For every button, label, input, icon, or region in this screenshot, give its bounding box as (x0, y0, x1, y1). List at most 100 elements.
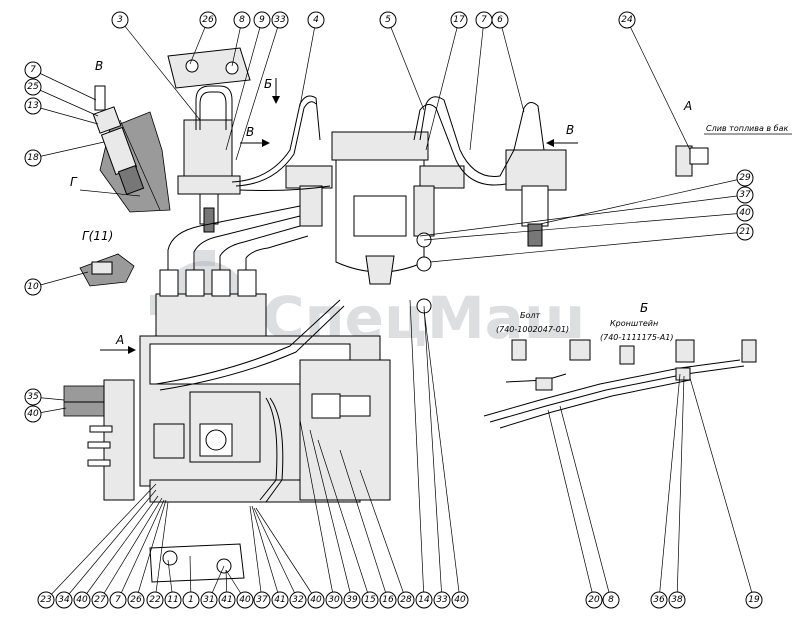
view-label-g11: Г(11) (82, 229, 113, 243)
callout-leader-line (45, 483, 157, 601)
callout-bubble (307, 591, 325, 609)
callout-bubble (343, 591, 361, 609)
callout-leader-line (317, 439, 371, 601)
callout-bubble (24, 278, 42, 296)
callout-leader-line (425, 19, 460, 151)
callout-number: 40 (27, 409, 39, 419)
callout-leader-line (117, 499, 165, 601)
callout-number: 8 (608, 595, 614, 605)
callout-number: 7 (30, 65, 36, 75)
callout-leader-line (119, 19, 201, 121)
callout-bubble (745, 591, 763, 609)
callout-number: 13 (27, 101, 39, 111)
callout-leader-line (626, 19, 691, 151)
callout-bubble (618, 11, 636, 29)
view-label-b-top: Б (264, 77, 272, 91)
callout-leader-line (309, 429, 353, 601)
callout-bubble (91, 591, 109, 609)
callout-number: 39 (346, 595, 358, 605)
callout-bubble (24, 78, 42, 96)
callout-number: 26 (130, 595, 142, 605)
view-g11-detail: Г(11) (79, 229, 135, 287)
top-pipe-assembly: Б В В (167, 47, 578, 314)
callout-bubble (24, 149, 42, 167)
view-label-b-right: Б (640, 301, 648, 315)
callout-bubble (379, 11, 397, 29)
callout-number: 36 (653, 595, 665, 605)
callout-bubble (199, 11, 217, 29)
injection-pump-body: А (63, 205, 391, 583)
view-label-a-right: А (683, 99, 692, 113)
callout-leader-line (63, 489, 157, 601)
bolt-caption: Болт (520, 311, 540, 320)
callout-leader-line (409, 299, 425, 601)
bracket-caption: Кронштейн (610, 319, 658, 328)
callout-leader-line (423, 309, 461, 601)
callout-leader-line (225, 19, 263, 151)
callout-number: 7 (481, 15, 487, 25)
callout-leader-line (559, 405, 612, 601)
callout-number: 22 (149, 595, 161, 605)
callout-bubble (253, 591, 271, 609)
callout-bubble (379, 591, 397, 609)
callout-leader-line (429, 231, 746, 263)
callout-bubble (111, 11, 129, 29)
drain-note: Слив топлива в бак (706, 124, 789, 133)
callout-number: 14 (418, 595, 430, 605)
callout-bubble (164, 591, 182, 609)
view-label-v-left: В (246, 125, 254, 139)
view-b-pipe-bundle: Б Болт (740-1002047-01) Кронштейн (740-1… (483, 301, 757, 429)
callout-bubble (182, 591, 200, 609)
callout-bubble (109, 591, 127, 609)
callout-number: 40 (454, 595, 466, 605)
callout-number: 38 (671, 595, 683, 605)
callout-number: 3 (117, 15, 123, 25)
callout-number: 40 (310, 595, 322, 605)
callout-number: 40 (76, 595, 88, 605)
callout-bubble (736, 204, 754, 222)
callout-number: 4 (313, 15, 319, 25)
callout-leader-line (32, 271, 89, 288)
callout-bubble (361, 591, 379, 609)
callout-bubble (433, 591, 451, 609)
callout-number: 5 (385, 15, 391, 25)
callout-bubble (736, 223, 754, 241)
callout-number: 19 (748, 595, 760, 605)
callout-bubble (24, 405, 42, 423)
callout-number: 15 (364, 595, 376, 605)
callout-bubble (650, 591, 668, 609)
callout-number: 34 (58, 595, 70, 605)
callout-bubble (307, 11, 325, 29)
callout-leader-line (32, 141, 105, 159)
callout-leader-line (249, 505, 263, 601)
callout-number: 11 (167, 595, 178, 605)
view-label-v-right: В (566, 123, 574, 137)
callout-number: 31 (203, 595, 214, 605)
callout-bubble (736, 186, 754, 204)
callout-leader-line (339, 449, 389, 601)
callout-leader-line (299, 419, 335, 601)
callout-bubble (271, 591, 289, 609)
callout-leader-line (387, 19, 425, 111)
callout-bubble (451, 591, 469, 609)
callout-bubble (24, 97, 42, 115)
view-v-injector-detail: В Г (70, 59, 171, 213)
callout-bubble (24, 388, 42, 406)
callout-number: 7 (115, 595, 121, 605)
callout-bubble (736, 169, 754, 187)
callout-leader-line (469, 19, 485, 151)
callout-leader-line (154, 501, 169, 601)
callout-number: 21 (739, 227, 750, 237)
callout-number: 9 (259, 15, 265, 25)
callout-number: 33 (436, 595, 448, 605)
callout-leader-line (658, 373, 681, 601)
callout-number: 25 (27, 82, 39, 92)
callout-bubble (325, 591, 343, 609)
callout-bubble (236, 591, 254, 609)
callout-number: 32 (292, 595, 304, 605)
callout-leader-line (689, 377, 755, 601)
callout-number: 35 (27, 392, 39, 402)
callout-number: 26 (202, 15, 214, 25)
callout-bubble (450, 11, 468, 29)
